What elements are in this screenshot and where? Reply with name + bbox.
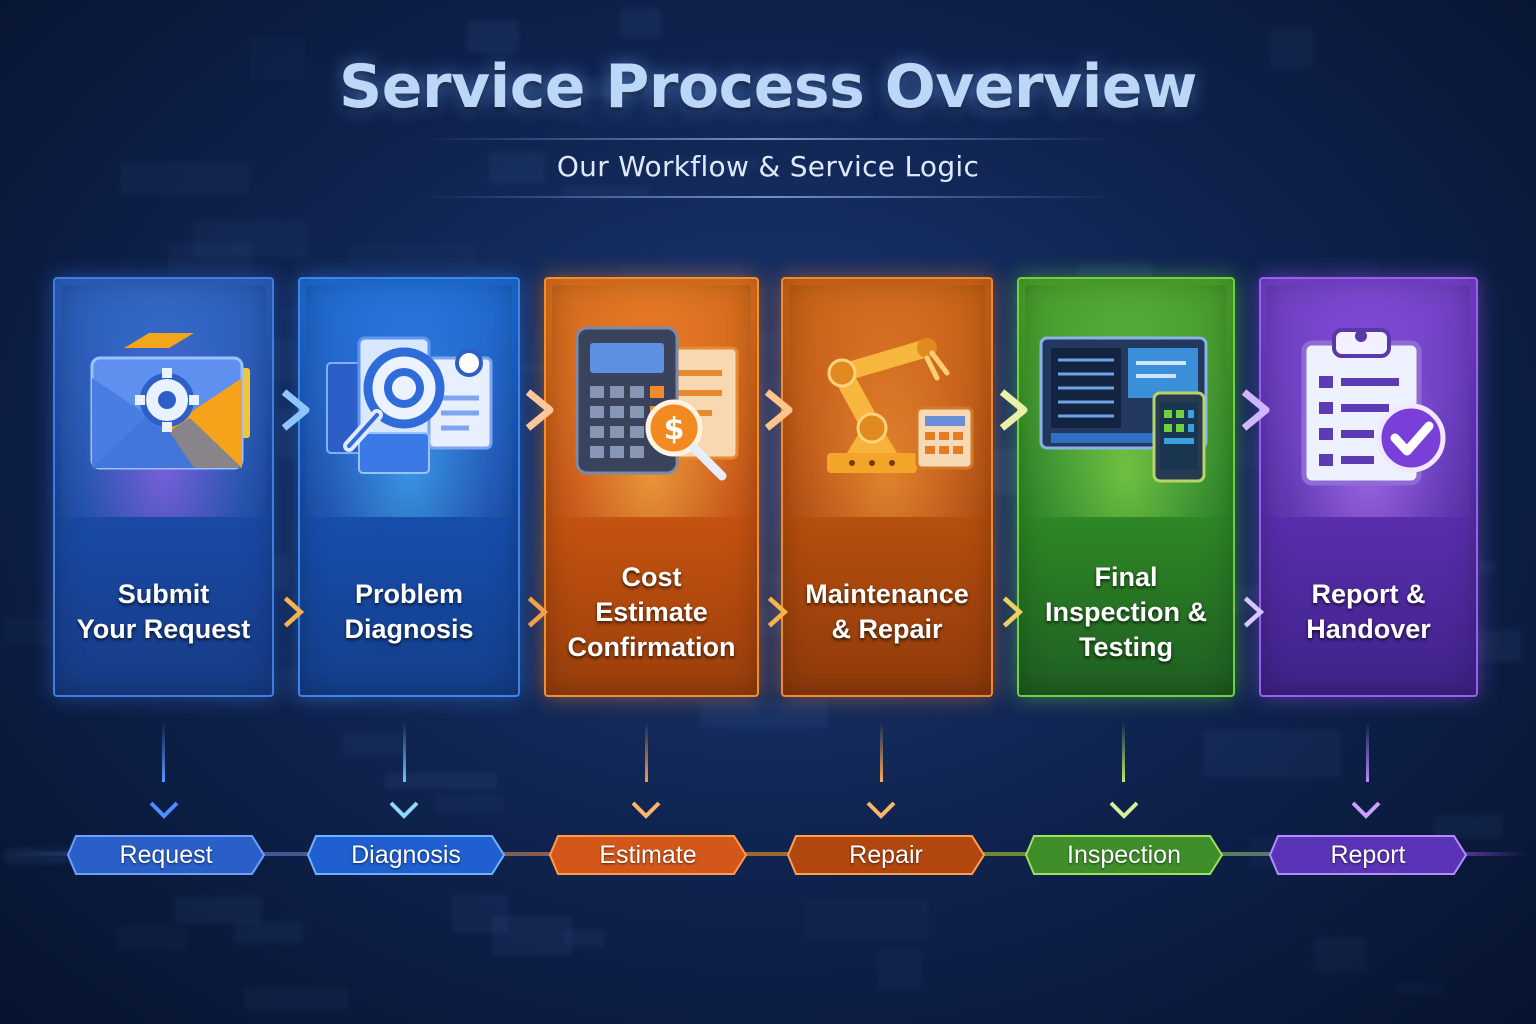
timeline-track: [10, 852, 1526, 856]
timeline-tag-estimate: Estimate: [548, 834, 748, 876]
connector-line: [645, 722, 648, 782]
step-label: Final Inspection & Testing: [1044, 561, 1207, 662]
background-block: [117, 926, 186, 950]
chevron-down-icon: [1109, 801, 1139, 819]
timeline-tag-request: Request: [66, 834, 266, 876]
timeline-tag-label: Inspection: [1067, 840, 1181, 869]
background-block: [341, 732, 403, 757]
background-block: [244, 988, 348, 1010]
timeline-tag-label: Repair: [849, 840, 923, 869]
timeline-tag-label: Report: [1330, 840, 1406, 869]
chevron-right-icon: [1002, 596, 1024, 628]
background-block: [700, 700, 829, 728]
background-block: [877, 950, 922, 989]
background-block: [805, 899, 928, 939]
chevron-right-icon: [527, 596, 549, 628]
timeline-tag-inspection: Inspection: [1024, 834, 1224, 876]
connector-line: [1366, 722, 1369, 782]
title-divider-top: [420, 138, 1116, 140]
step-card-estimate: $ Cost Estimate Confirmation: [544, 277, 759, 697]
background-block: [516, 77, 617, 99]
timeline-tag-label: Estimate: [599, 840, 697, 869]
background-block: [1269, 28, 1314, 68]
background-block: [467, 21, 520, 53]
background-block: [119, 161, 249, 195]
chevron-right-icon: [525, 389, 554, 431]
chevron-right-icon: [999, 389, 1028, 431]
background-block: [434, 794, 503, 813]
title-divider-bottom: [420, 196, 1116, 198]
connector-line: [880, 722, 883, 782]
chevron-right-icon: [281, 389, 310, 431]
monitor-tablet-icon: [1039, 336, 1208, 483]
connector-line: [1122, 722, 1125, 782]
chevron-down-icon: [631, 801, 661, 819]
step-icon-pane: [1025, 285, 1227, 517]
background-block: [385, 773, 497, 789]
robot-arm-icon: [827, 338, 974, 473]
envelope-gear-icon: [90, 333, 250, 470]
step-label: Report & Handover: [1306, 579, 1431, 644]
background-block: [1434, 814, 1503, 839]
timeline-tag-report: Report: [1268, 834, 1468, 876]
background-block: [193, 221, 307, 258]
background-block: [565, 930, 605, 946]
chevron-down-icon: [149, 801, 179, 819]
step-label: Submit Your Request: [76, 579, 251, 644]
timeline-tag-diagnosis: Diagnosis: [306, 834, 506, 876]
chevron-down-icon: [866, 801, 896, 819]
step-card-request: Submit Your Request: [53, 277, 274, 697]
connector-line: [403, 722, 406, 782]
background-block: [233, 921, 303, 945]
chevron-down-icon: [1351, 801, 1381, 819]
timeline-tag-label: Request: [119, 840, 213, 869]
step-card-inspection: Final Inspection & Testing: [1017, 277, 1235, 697]
background-block: [669, 158, 759, 171]
step-icon-pane: $: [552, 285, 751, 517]
calculator-dollar-icon: $: [575, 326, 738, 481]
background-block: [563, 186, 651, 198]
step-card-diagnosis: Problem Diagnosis: [298, 277, 520, 697]
svg-text:$: $: [663, 412, 684, 447]
step-label: Maintenance & Repair: [805, 579, 969, 644]
chevron-right-icon: [767, 596, 789, 628]
background-block: [969, 75, 1031, 117]
chevron-right-icon: [283, 596, 305, 628]
background-block: [619, 8, 662, 38]
clipboard-check-icon: [1301, 328, 1445, 486]
background-block: [1204, 730, 1341, 778]
chevron-right-icon: [764, 389, 793, 431]
background-block: [1396, 982, 1445, 994]
background-block: [1313, 937, 1369, 973]
page-title: Service Process Overview: [339, 52, 1197, 122]
background-block: [489, 152, 545, 185]
background-block: [167, 241, 252, 275]
step-icon-pane: [1267, 285, 1470, 517]
background-block: [174, 896, 263, 924]
step-icon-pane: [306, 285, 512, 517]
step-icon-pane: [61, 285, 266, 517]
step-card-repair: Maintenance & Repair: [781, 277, 993, 697]
background-block: [491, 915, 572, 956]
step-label: Problem Diagnosis: [344, 579, 474, 644]
timeline-tag-repair: Repair: [786, 834, 986, 876]
background-block: [349, 244, 477, 268]
chevron-right-icon: [1241, 389, 1270, 431]
step-label: Cost Estimate Confirmation: [567, 561, 736, 662]
background-block: [928, 87, 977, 98]
step-icon-pane: [789, 285, 985, 517]
background-block: [452, 893, 508, 934]
magnifier-documents-icon: [326, 336, 493, 474]
connector-line: [162, 722, 165, 782]
chevron-right-icon: [1243, 596, 1265, 628]
page-subtitle: Our Workflow & Service Logic: [556, 150, 980, 183]
step-card-report: Report & Handover: [1259, 277, 1478, 697]
timeline-tag-label: Diagnosis: [351, 840, 461, 869]
chevron-down-icon: [389, 801, 419, 819]
